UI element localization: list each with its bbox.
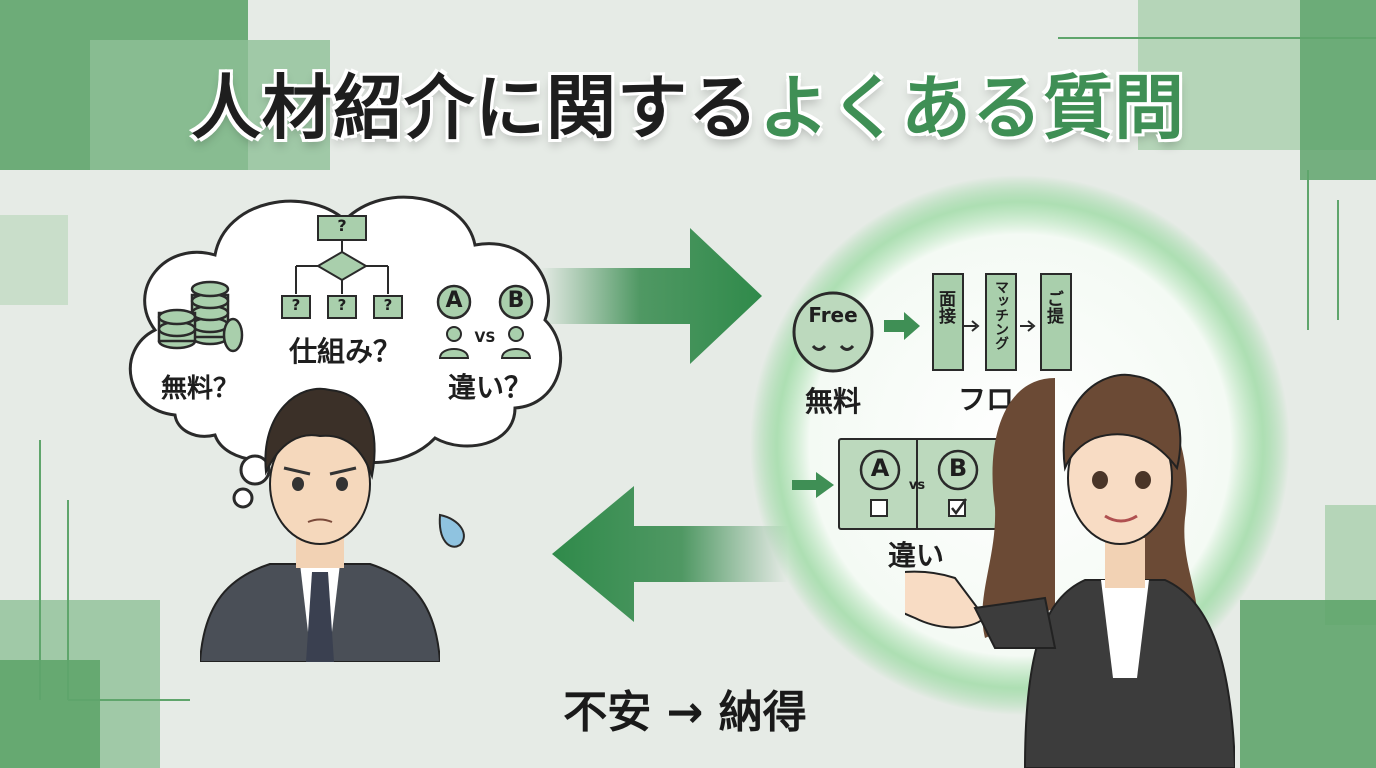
ab-compare-icon: [436, 284, 534, 359]
page-title: 人材紹介に関するよくある質問: [0, 52, 1376, 153]
bg-block-bottom-right: [1240, 600, 1376, 768]
answer-free-label: 無料: [804, 385, 861, 418]
flow-step-proposal: [1040, 273, 1072, 371]
title-accent-part: よくある質問: [759, 67, 1185, 149]
flowchart-q-top: ?: [337, 216, 347, 235]
thought-vs: VS: [474, 330, 496, 346]
compare-a: A: [870, 454, 890, 482]
sweat-drop-icon: [438, 513, 465, 548]
flowchart-q-left: ?: [291, 296, 301, 314]
bg-block-bottom-left-dark: [0, 660, 100, 768]
flow-step-interview: [932, 273, 964, 371]
arrow-right-icon: [540, 228, 762, 364]
flow-step-2-text: マッチング: [993, 280, 1009, 350]
flowchart-q-mid: ?: [337, 296, 347, 314]
free-badge: Free: [808, 303, 858, 327]
person-icon: [438, 326, 532, 359]
answer-diff-label: 違い: [887, 539, 944, 572]
smile-icon: [792, 291, 874, 373]
bg-block-top-left-inner: [90, 40, 330, 170]
thought-system-label: 仕組み？: [288, 335, 401, 368]
compare-b: B: [948, 454, 968, 482]
bottom-caption: 不安 → 納得: [563, 687, 807, 738]
flow-arrows: [884, 312, 1036, 340]
thought-diff-label: 違い？: [447, 371, 532, 404]
flowchart-q-right: ?: [383, 296, 393, 314]
flow-step-3-text: ご提: [1043, 290, 1063, 324]
consultant-woman-figure: [905, 373, 1235, 768]
flowchart-icon: [281, 215, 403, 319]
worried-man-figure: [200, 387, 440, 662]
title-dark-part: 人材紹介に関する: [191, 67, 759, 149]
checkbox-icon: [948, 498, 968, 517]
bg-block-top-right-dark: [1300, 0, 1376, 180]
flow-step-1-text: 面接: [935, 290, 955, 324]
flow-step-matching: [985, 273, 1017, 371]
thought-option-a: A: [445, 288, 463, 313]
coin-stack-icon: [157, 280, 244, 353]
arrow-left-icon: [552, 486, 788, 622]
bg-block-left-mid: [0, 215, 68, 305]
compare-divider: [916, 440, 918, 528]
compare-vs: vs: [908, 478, 926, 493]
thought-fee-label: 無料？: [160, 374, 239, 404]
arrow-into-compare-icon: [792, 472, 834, 498]
compare-icons: [859, 449, 979, 517]
thought-option-b: B: [507, 288, 525, 313]
